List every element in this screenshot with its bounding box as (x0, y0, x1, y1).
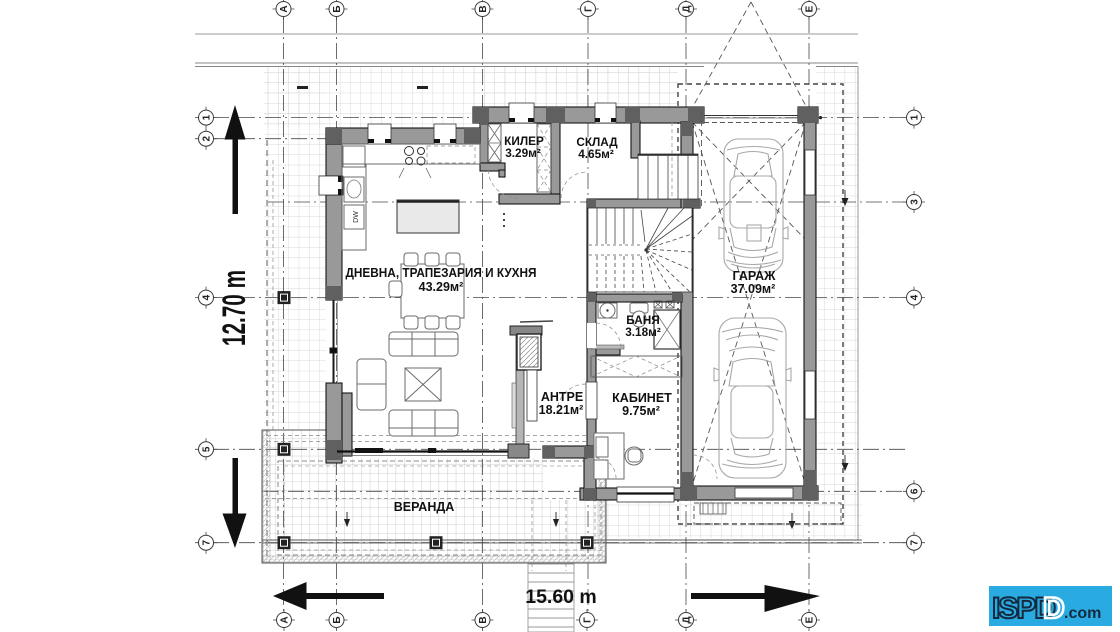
svg-text:4: 4 (910, 294, 921, 300)
svg-text:6: 6 (910, 488, 921, 494)
svg-text:4.65м²: 4.65м² (578, 147, 614, 161)
svg-text:КАБИНЕТ: КАБИНЕТ (612, 391, 672, 405)
svg-text:ДНЕВНА, ТРАПЕЗАРИЯ И КУХНЯ: ДНЕВНА, ТРАПЕЗАРИЯ И КУХНЯ (346, 266, 537, 280)
svg-text:5: 5 (202, 446, 213, 452)
svg-text:2: 2 (202, 135, 213, 141)
svg-text:А: А (280, 616, 291, 623)
svg-text:Е: Е (805, 616, 816, 623)
svg-text:СКЛАД: СКЛАД (576, 135, 618, 149)
svg-text:Д: Д (682, 5, 693, 12)
svg-text:43.29м²: 43.29м² (419, 280, 464, 294)
svg-text:3: 3 (910, 199, 921, 205)
svg-text:Б: Б (332, 5, 343, 12)
svg-text:12.70 m: 12.70 m (216, 270, 252, 346)
svg-text:В: В (478, 5, 489, 12)
svg-text:АНТРЕ: АНТРЕ (541, 390, 583, 404)
svg-text:А: А (279, 5, 290, 12)
svg-text:DW: DW (353, 211, 360, 223)
svg-text:37.09м²: 37.09м² (731, 282, 776, 296)
svg-text:4: 4 (202, 294, 213, 300)
svg-text:ВЕРАНДА: ВЕРАНДА (394, 500, 455, 514)
svg-text:ISPD: ISPD (992, 592, 1055, 625)
svg-text:3.18м²: 3.18м² (625, 325, 661, 339)
svg-text:Г: Г (584, 6, 595, 12)
svg-text:9.75м²: 9.75м² (622, 404, 660, 418)
svg-text:7: 7 (202, 539, 213, 545)
svg-text:1: 1 (202, 114, 213, 120)
svg-text:КИЛЕР: КИЛЕР (504, 134, 544, 148)
svg-text:Д: Д (682, 616, 693, 623)
svg-text:18.21м²: 18.21м² (539, 403, 584, 417)
svg-text:1: 1 (910, 114, 921, 120)
svg-text:D: D (1043, 592, 1064, 625)
svg-text:Е: Е (805, 5, 816, 12)
svg-text:БАНЯ: БАНЯ (626, 313, 660, 327)
svg-text:3.29м²: 3.29м² (505, 146, 541, 160)
svg-text:15.60 m: 15.60 m (525, 586, 597, 608)
svg-text:В: В (478, 616, 489, 623)
svg-text:7: 7 (910, 539, 921, 545)
svg-text:.com: .com (1064, 605, 1101, 622)
svg-text:Г: Г (583, 617, 594, 623)
svg-text:Б: Б (332, 616, 343, 623)
svg-text:ГАРАЖ: ГАРАЖ (733, 269, 777, 283)
